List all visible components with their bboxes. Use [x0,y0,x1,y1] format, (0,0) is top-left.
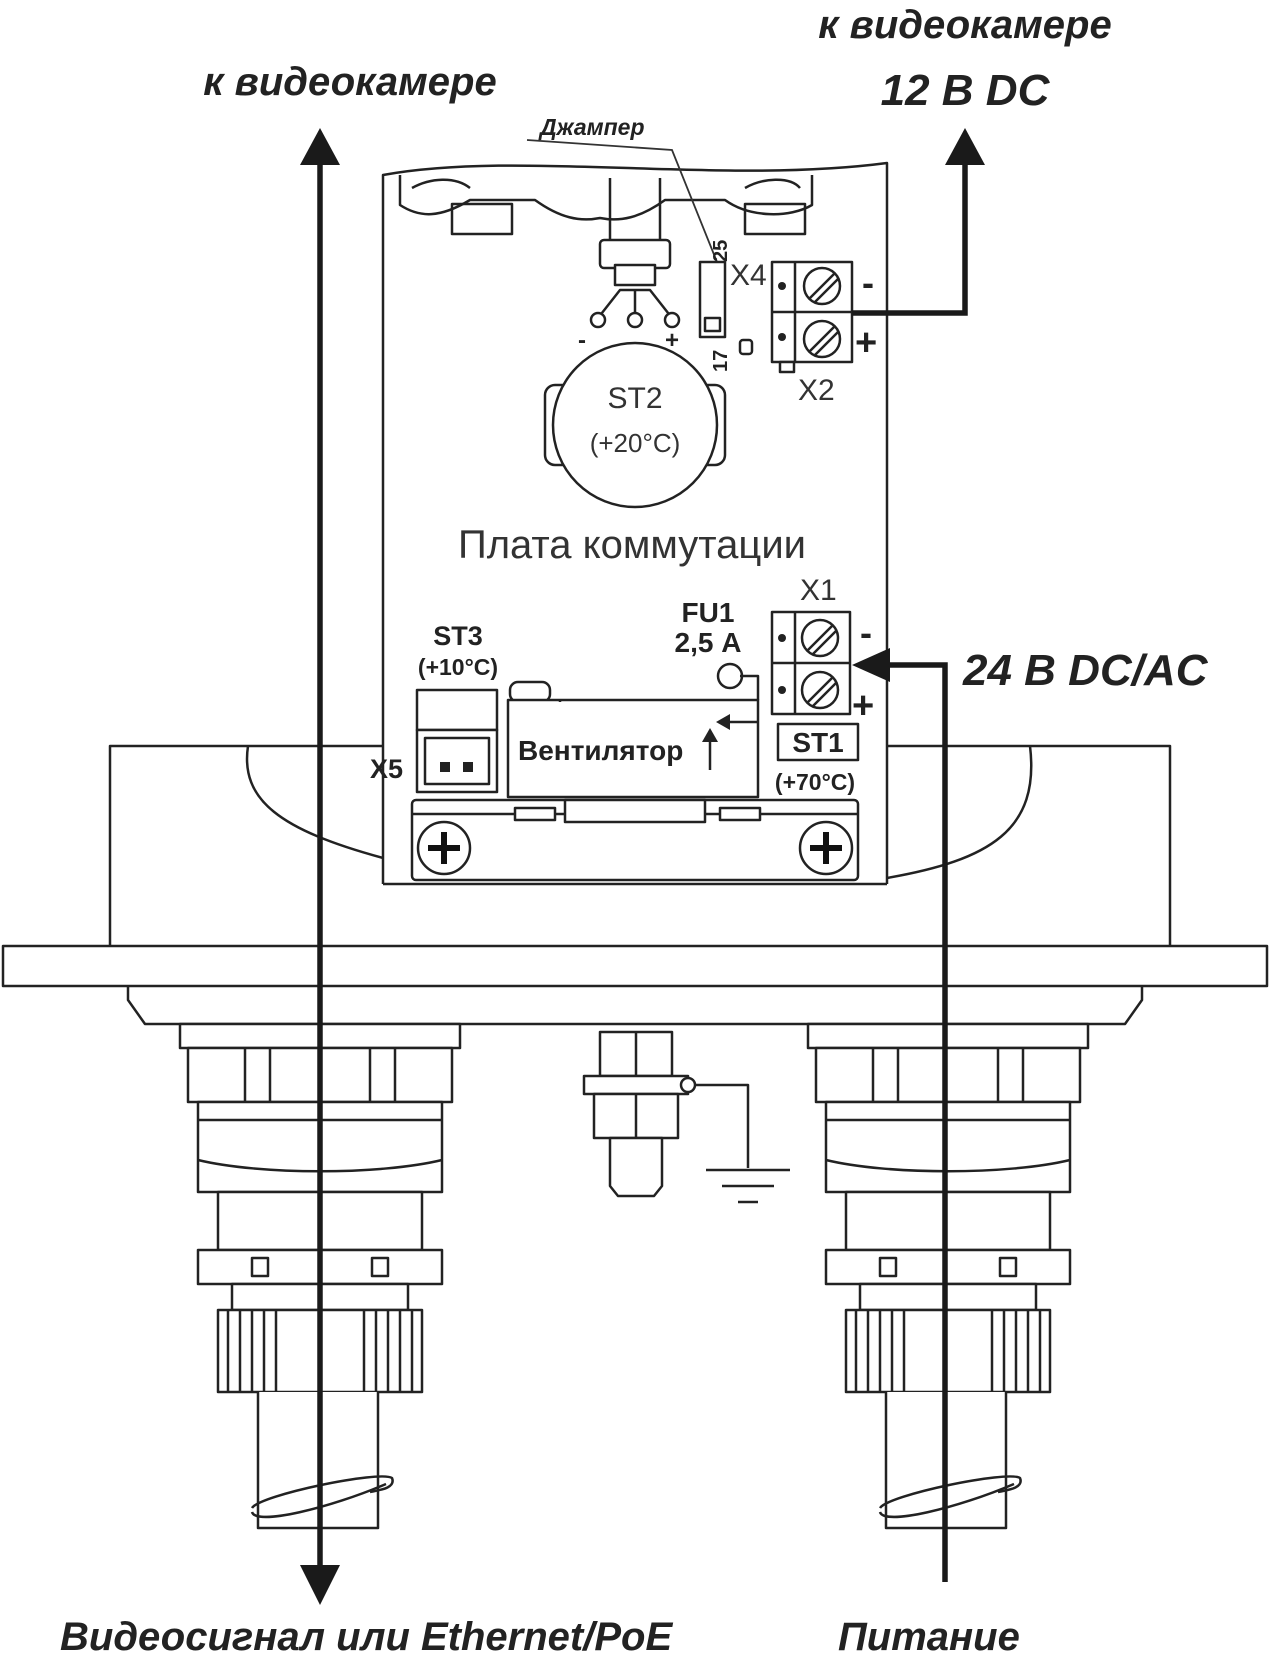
x1-label: X1 [800,574,837,607]
st2-plus-sign: + [665,327,679,354]
supply-voltage-label: 24 В DC/AC [962,646,1209,695]
camera-power-label: 12 В DC [881,66,1051,115]
mounting-bar [410,798,860,882]
st1-thermostat: ST1 (+70°C) [775,722,860,795]
x4-label: X4 [730,259,767,292]
st3-thermostat: ST3 (+10°C) X5 [370,621,499,794]
to-camera-label-right: к видеокамере [818,3,1111,47]
st2-minus-sign: - [578,327,586,354]
base-enclosure [1,744,1269,1026]
x1-minus-sign: - [860,612,872,653]
fu1-fuse: FU1 2,5 А [675,597,760,700]
st1-label: ST1 [792,727,843,758]
st3-label: ST3 [433,621,483,651]
x5-label: X5 [370,754,403,784]
board-title: Плата коммутации [458,523,806,567]
x2-terminal: - + X2 [770,260,877,407]
x2-plus-sign: + [855,322,877,364]
x2-minus-sign: - [862,262,874,303]
st3-temperature: (+10°C) [418,654,498,680]
power-label: Питание [838,1615,1020,1659]
fan: Вентилятор [506,680,760,799]
fan-label: Вентилятор [518,735,683,766]
x4-jumper-block: Джампер 25 17 X4 [526,114,767,372]
fu1-rating: 2,5 А [675,627,742,658]
video-signal-label: Видеосигнал или Ethernet/PoE [60,1615,673,1659]
fu1-label: FU1 [682,597,735,628]
st2-label: ST2 [607,382,662,415]
jumper-label: Джампер [538,114,645,140]
st2-thermostat: - + ST2 (+20°C) [543,178,727,509]
x2-label: X2 [798,374,835,407]
to-camera-label-left: к видеокамере [203,60,496,104]
supply-line [852,648,948,1582]
camera-power-wire [852,128,985,316]
pin-17-label: 17 [710,350,732,372]
st1-temperature: (+70°C) [775,769,855,795]
right-cable-gland [806,1022,1090,1530]
st2-temperature: (+20°C) [590,428,681,458]
ground-bolt [582,1030,790,1204]
x1-terminal: X1 - + [770,574,874,727]
pin-25-label: 25 [710,240,732,262]
video-signal-line [300,128,340,1605]
board-housing [381,161,889,884]
x1-plus-sign: + [852,685,874,727]
